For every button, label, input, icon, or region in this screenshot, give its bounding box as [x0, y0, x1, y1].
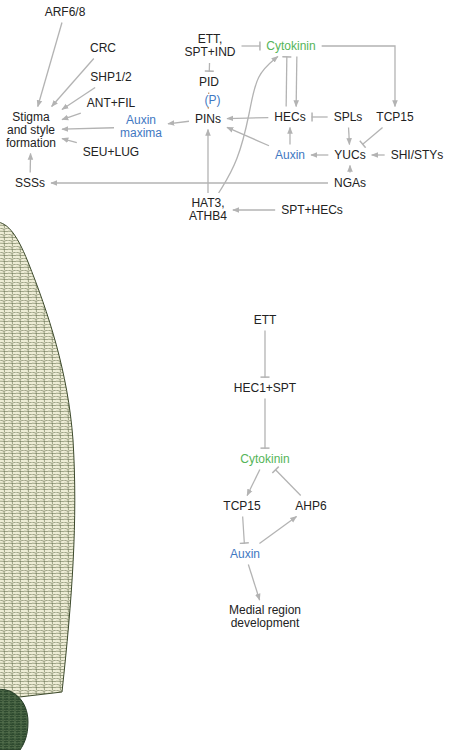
gene-label: HECs	[274, 111, 305, 124]
gene-label: TCP15	[376, 111, 413, 124]
gene-node: CRC	[87, 41, 119, 56]
gene-label: SSSs	[15, 177, 45, 190]
activation-connector	[62, 113, 81, 119]
gene-label: ANT+FIL	[87, 97, 135, 110]
gene-label: AHP6	[295, 500, 326, 513]
gene-node: ETT	[251, 313, 280, 328]
inhibition-connector	[264, 399, 265, 449]
gene-node: PINs	[192, 112, 224, 127]
gene-label: PINs	[195, 113, 221, 126]
activation-connector	[207, 130, 208, 194]
gene-node: TCP15	[373, 110, 416, 125]
gene-label: CRC	[90, 42, 116, 55]
gene-node: TCP15	[220, 499, 263, 514]
gene-node: SPT+HECs	[278, 203, 346, 218]
activation-connector	[248, 565, 259, 601]
activation-connector	[372, 154, 385, 155]
inhibition-connector	[312, 116, 328, 117]
gene-label: YUCs	[334, 149, 365, 162]
inhibition-connector	[285, 57, 287, 107]
gene-label: ETT, SPT+IND	[185, 33, 236, 59]
gene-label: Auxin maxima	[120, 114, 162, 140]
gene-node: SPLs	[331, 110, 366, 125]
gene-node: Auxin maxima	[117, 113, 165, 141]
gene-node: HEC1+SPT	[231, 381, 299, 396]
gene-label: HAT3, ATHB4	[189, 197, 227, 223]
gene-node: NGAs	[331, 176, 369, 191]
gene-label: Auxin	[230, 548, 260, 561]
activation-connector	[349, 166, 350, 173]
gene-label: ARF6/8	[45, 6, 86, 19]
activation-connector	[322, 46, 395, 107]
gene-label: Stigma and style formation	[6, 111, 56, 150]
gene-node: AHP6	[292, 499, 329, 514]
gene-node: HECs	[271, 110, 308, 125]
gene-label: ETT	[254, 314, 277, 327]
activation-connector	[30, 154, 32, 173]
gene-label: SEU+LUG	[83, 146, 139, 159]
inhibition-connector	[362, 128, 382, 145]
gene-node: Cytokinin	[237, 452, 292, 467]
gene-node: SHI/STYs	[388, 148, 447, 163]
gene-label: TCP15	[223, 500, 260, 513]
inhibition-connector	[209, 63, 211, 72]
activation-connector	[233, 209, 275, 210]
gene-node: ETT, SPT+IND	[182, 32, 239, 60]
gene-node: Auxin	[227, 547, 263, 562]
activation-connector	[295, 57, 297, 107]
gene-label: Medial region development	[219, 604, 311, 630]
activation-connector	[62, 139, 77, 143]
activation-connector	[168, 121, 189, 124]
gene-node: Cytokinin	[263, 39, 318, 54]
gene-node: ARF6/8	[42, 5, 89, 20]
activation-connector	[247, 470, 260, 496]
gene-label: SHI/STYs	[391, 149, 444, 162]
gene-node: PID	[196, 75, 222, 90]
activation-connector	[227, 127, 269, 145]
activation-connector	[219, 57, 278, 194]
activation-connector	[38, 23, 62, 107]
gene-node: YUCs	[331, 148, 368, 163]
gene-label: HEC1+SPT	[234, 382, 296, 395]
gene-node: SSSs	[12, 176, 48, 191]
activation-connector	[62, 128, 114, 129]
gene-label: PID	[199, 76, 219, 89]
gene-node: HAT3, ATHB4	[186, 196, 230, 224]
gene-node: ANT+FIL	[84, 96, 138, 111]
gene-label: SHP1/2	[90, 71, 131, 84]
gene-label: NGAs	[334, 177, 366, 190]
activation-connector	[289, 128, 290, 145]
gene-label: Cytokinin	[240, 453, 289, 466]
inhibition-connector	[243, 517, 245, 544]
gene-label: Cytokinin	[266, 40, 315, 53]
gene-node: SHP1/2	[87, 70, 134, 85]
gene-node: Auxin	[272, 148, 308, 163]
gene-node: Stigma and style formation	[3, 110, 59, 151]
activation-connector	[311, 154, 328, 155]
activation-connector	[259, 517, 296, 544]
inhibition-connector	[242, 45, 261, 46]
gene-label: SPLs	[334, 111, 363, 124]
inhibition-connector	[275, 470, 300, 496]
gene-node: SEU+LUG	[80, 145, 142, 160]
activation-connector	[348, 128, 350, 145]
gene-label: Auxin	[275, 149, 305, 162]
gynoecium-base	[0, 689, 28, 750]
activation-connector	[51, 182, 328, 183]
gynoecium-outline	[0, 222, 75, 700]
gene-node: Medial region development	[216, 603, 314, 631]
gene-label: SPT+HECs	[281, 204, 343, 217]
inhibition-connector	[264, 331, 265, 378]
edge-label: (P)	[203, 94, 221, 107]
